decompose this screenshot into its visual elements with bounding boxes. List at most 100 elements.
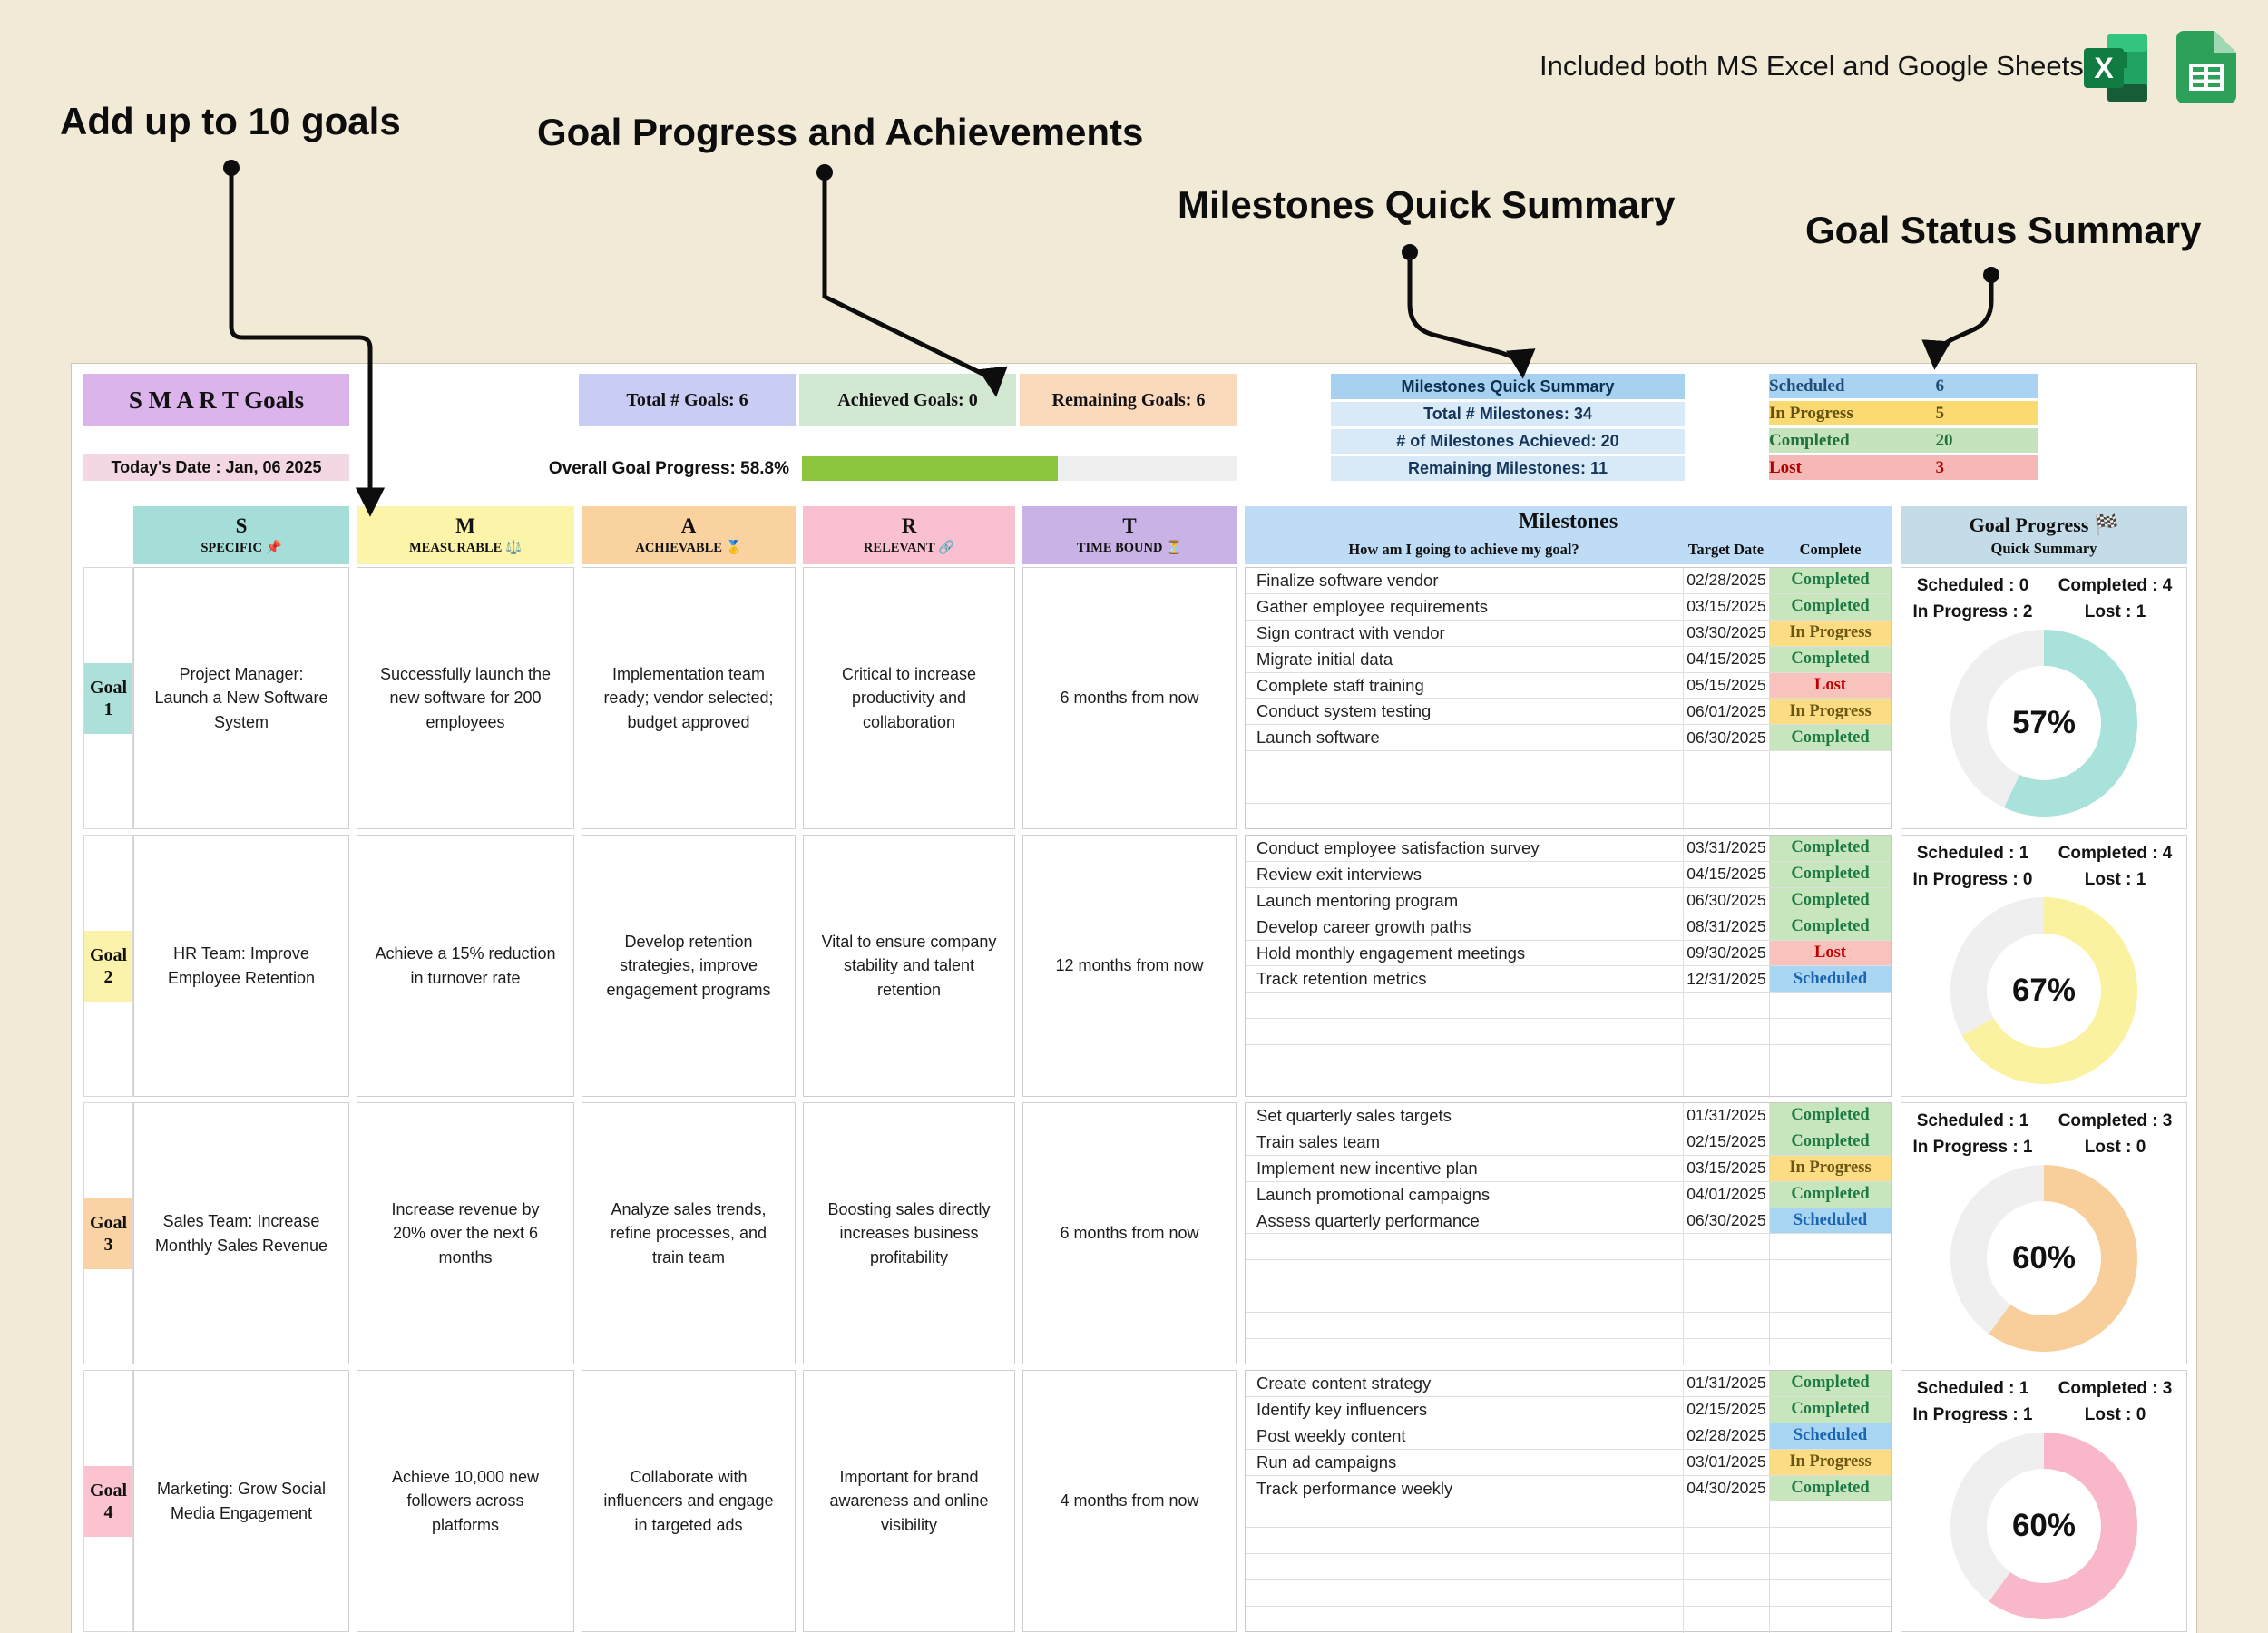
milestone-task-cell[interactable] bbox=[1246, 1607, 1684, 1633]
milestone-status-cell[interactable]: Lost bbox=[1770, 940, 1891, 966]
milestone-date-cell[interactable]: 04/01/2025 bbox=[1684, 1181, 1770, 1208]
milestone-task-cell[interactable] bbox=[1246, 1528, 1684, 1554]
milestone-status-cell[interactable]: Completed bbox=[1770, 568, 1891, 593]
milestone-task-cell[interactable] bbox=[1246, 1313, 1684, 1339]
milestone-status-cell[interactable] bbox=[1770, 1045, 1891, 1071]
milestone-date-cell[interactable]: 02/28/2025 bbox=[1684, 1423, 1770, 1449]
milestone-status-cell[interactable]: Completed bbox=[1770, 887, 1891, 914]
milestone-task-cell[interactable] bbox=[1246, 751, 1684, 777]
milestone-status-cell[interactable] bbox=[1770, 751, 1891, 777]
milestone-date-cell[interactable] bbox=[1684, 1045, 1770, 1071]
relevant-cell[interactable]: Vital to ensure company stability and ta… bbox=[803, 835, 1015, 1097]
milestone-task-cell[interactable]: Hold monthly engagement meetings bbox=[1246, 940, 1684, 966]
milestone-date-cell[interactable]: 09/30/2025 bbox=[1684, 940, 1770, 966]
measurable-cell[interactable]: Achieve 10,000 new followers across plat… bbox=[357, 1370, 574, 1632]
milestone-task-cell[interactable] bbox=[1246, 1045, 1684, 1071]
milestone-task-cell[interactable] bbox=[1246, 1501, 1684, 1528]
milestone-task-cell[interactable] bbox=[1246, 1580, 1684, 1607]
relevant-cell[interactable]: Critical to increase productivity and co… bbox=[803, 567, 1015, 829]
milestone-status-cell[interactable]: Completed bbox=[1770, 1396, 1891, 1423]
milestone-status-cell[interactable]: Scheduled bbox=[1770, 1423, 1891, 1449]
milestone-date-cell[interactable]: 06/30/2025 bbox=[1684, 887, 1770, 914]
time_bound-cell[interactable]: 6 months from now bbox=[1022, 1102, 1237, 1364]
milestone-status-cell[interactable] bbox=[1770, 1554, 1891, 1579]
milestone-status-cell[interactable] bbox=[1770, 1019, 1891, 1044]
milestone-status-cell[interactable] bbox=[1770, 1580, 1891, 1606]
milestone-task-cell[interactable] bbox=[1246, 1286, 1684, 1313]
milestone-status-cell[interactable] bbox=[1770, 993, 1891, 1018]
milestone-date-cell[interactable]: 04/15/2025 bbox=[1684, 861, 1770, 887]
milestone-status-cell[interactable] bbox=[1770, 1234, 1891, 1259]
milestone-status-cell[interactable]: Completed bbox=[1770, 914, 1891, 940]
milestone-status-cell[interactable]: Completed bbox=[1770, 593, 1891, 620]
milestone-status-cell[interactable]: Scheduled bbox=[1770, 1208, 1891, 1234]
milestone-date-cell[interactable] bbox=[1684, 777, 1770, 804]
milestone-status-cell[interactable]: Lost bbox=[1770, 672, 1891, 699]
milestone-task-cell[interactable] bbox=[1246, 1260, 1684, 1286]
milestone-task-cell[interactable]: Complete staff training bbox=[1246, 672, 1684, 699]
milestone-task-cell[interactable]: Finalize software vendor bbox=[1246, 568, 1684, 593]
achievable-cell[interactable]: Collaborate with influencers and engage … bbox=[582, 1370, 796, 1632]
relevant-cell[interactable]: Important for brand awareness and online… bbox=[803, 1370, 1015, 1632]
milestone-task-cell[interactable]: Launch promotional campaigns bbox=[1246, 1181, 1684, 1208]
milestone-date-cell[interactable] bbox=[1684, 1286, 1770, 1313]
milestone-task-cell[interactable]: Implement new incentive plan bbox=[1246, 1155, 1684, 1181]
milestone-date-cell[interactable]: 01/31/2025 bbox=[1684, 1103, 1770, 1129]
milestone-date-cell[interactable] bbox=[1684, 1554, 1770, 1580]
specific-cell[interactable]: Project Manager: Launch a New Software S… bbox=[133, 567, 349, 829]
milestone-date-cell[interactable] bbox=[1684, 1260, 1770, 1286]
milestone-date-cell[interactable]: 02/15/2025 bbox=[1684, 1396, 1770, 1423]
relevant-cell[interactable]: Boosting sales directly increases busine… bbox=[803, 1102, 1015, 1364]
milestone-status-cell[interactable] bbox=[1770, 1071, 1891, 1098]
milestone-date-cell[interactable]: 03/31/2025 bbox=[1684, 836, 1770, 861]
specific-cell[interactable]: Marketing: Grow Social Media Engagement bbox=[133, 1370, 349, 1632]
milestone-task-cell[interactable]: Set quarterly sales targets bbox=[1246, 1103, 1684, 1129]
milestone-task-cell[interactable] bbox=[1246, 804, 1684, 830]
milestone-task-cell[interactable] bbox=[1246, 1339, 1684, 1365]
milestone-task-cell[interactable]: Sign contract with vendor bbox=[1246, 620, 1684, 646]
milestone-status-cell[interactable] bbox=[1770, 1501, 1891, 1527]
milestone-date-cell[interactable]: 03/01/2025 bbox=[1684, 1449, 1770, 1475]
milestone-date-cell[interactable]: 04/30/2025 bbox=[1684, 1475, 1770, 1501]
milestone-status-cell[interactable]: In Progress bbox=[1770, 699, 1891, 725]
measurable-cell[interactable]: Achieve a 15% reduction in turnover rate bbox=[357, 835, 574, 1097]
milestone-date-cell[interactable] bbox=[1684, 1019, 1770, 1045]
milestone-date-cell[interactable]: 03/15/2025 bbox=[1684, 1155, 1770, 1181]
achievable-cell[interactable]: Analyze sales trends, refine processes, … bbox=[582, 1102, 796, 1364]
milestone-date-cell[interactable] bbox=[1684, 751, 1770, 777]
milestone-status-cell[interactable]: Completed bbox=[1770, 861, 1891, 887]
milestone-task-cell[interactable] bbox=[1246, 777, 1684, 804]
milestone-task-cell[interactable] bbox=[1246, 1554, 1684, 1580]
milestone-status-cell[interactable]: In Progress bbox=[1770, 1155, 1891, 1181]
milestone-task-cell[interactable]: Track retention metrics bbox=[1246, 966, 1684, 993]
milestone-date-cell[interactable]: 02/28/2025 bbox=[1684, 568, 1770, 593]
milestone-task-cell[interactable]: Launch software bbox=[1246, 725, 1684, 751]
milestone-task-cell[interactable]: Review exit interviews bbox=[1246, 861, 1684, 887]
milestone-date-cell[interactable]: 03/30/2025 bbox=[1684, 620, 1770, 646]
milestone-task-cell[interactable]: Develop career growth paths bbox=[1246, 914, 1684, 940]
milestone-date-cell[interactable] bbox=[1684, 993, 1770, 1019]
milestone-task-cell[interactable]: Create content strategy bbox=[1246, 1371, 1684, 1396]
milestone-date-cell[interactable]: 06/30/2025 bbox=[1684, 1208, 1770, 1234]
measurable-cell[interactable]: Increase revenue by 20% over the next 6 … bbox=[357, 1102, 574, 1364]
milestone-status-cell[interactable] bbox=[1770, 1313, 1891, 1338]
milestone-status-cell[interactable] bbox=[1770, 1607, 1891, 1633]
milestone-status-cell[interactable]: Scheduled bbox=[1770, 966, 1891, 993]
time_bound-cell[interactable]: 6 months from now bbox=[1022, 567, 1237, 829]
milestone-date-cell[interactable] bbox=[1684, 1501, 1770, 1528]
milestone-status-cell[interactable]: Completed bbox=[1770, 725, 1891, 751]
milestone-date-cell[interactable]: 02/15/2025 bbox=[1684, 1129, 1770, 1155]
milestone-date-cell[interactable] bbox=[1684, 1580, 1770, 1607]
milestone-status-cell[interactable]: Completed bbox=[1770, 1371, 1891, 1396]
measurable-cell[interactable]: Successfully launch the new software for… bbox=[357, 567, 574, 829]
milestone-date-cell[interactable]: 01/31/2025 bbox=[1684, 1371, 1770, 1396]
milestone-date-cell[interactable] bbox=[1684, 1339, 1770, 1365]
milestone-task-cell[interactable]: Assess quarterly performance bbox=[1246, 1208, 1684, 1234]
milestone-status-cell[interactable]: Completed bbox=[1770, 646, 1891, 672]
milestone-task-cell[interactable] bbox=[1246, 1019, 1684, 1045]
